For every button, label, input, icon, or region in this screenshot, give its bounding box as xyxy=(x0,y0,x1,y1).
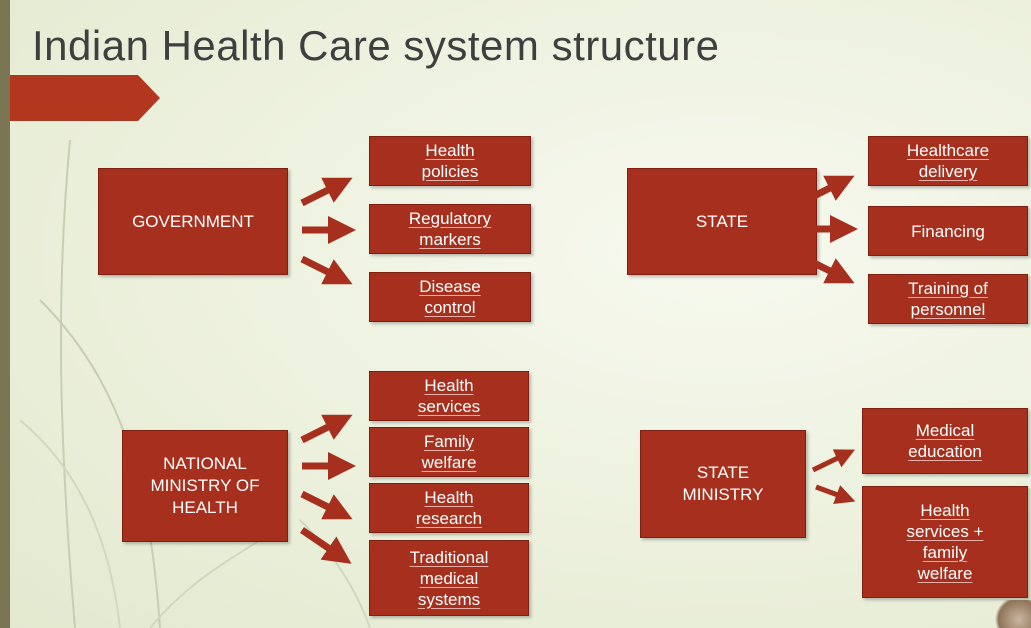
item-label: Healthcare delivery xyxy=(906,141,990,181)
national-item-health-services: Health services xyxy=(369,371,529,421)
state-ministry-item-health-services-family-welfare: Health services + family welfare xyxy=(862,486,1028,598)
government-item-regulatory-markers: Regulatory markers xyxy=(369,204,531,254)
corner-logo xyxy=(991,600,1031,628)
state-item-training-of-personnel: Training of personnel xyxy=(868,274,1028,324)
arrow xyxy=(815,484,856,504)
national-ministry-box: NATIONAL MINISTRY OF HEALTH xyxy=(122,430,288,542)
title-ribbon xyxy=(10,75,160,121)
arrow xyxy=(300,414,353,444)
government-label: GOVERNMENT xyxy=(132,211,254,231)
item-label: Medical education xyxy=(908,421,982,461)
item-label: Disease control xyxy=(419,277,481,317)
state-label: STATE xyxy=(695,211,749,231)
arrow xyxy=(300,255,353,285)
state-item-healthcare-delivery: Healthcare delivery xyxy=(868,136,1028,186)
item-label: Health services xyxy=(417,376,481,416)
national-item-traditional-medical-systems: Traditional medical systems xyxy=(369,540,529,616)
government-item-health-policies: Health policies xyxy=(369,136,531,186)
item-label: Traditional medical systems xyxy=(409,547,489,609)
left-accent-bar xyxy=(0,0,10,628)
state-ministry-label: STATE MINISTRY xyxy=(682,463,764,504)
item-label: Training of personnel xyxy=(908,279,988,319)
arrow xyxy=(300,490,353,520)
arrow xyxy=(811,449,855,473)
arrow xyxy=(802,254,855,284)
item-label: Health services + family welfare xyxy=(906,501,984,583)
state-item-financing: Financing xyxy=(868,206,1028,256)
item-label: Health policies xyxy=(421,141,479,181)
item-label: Regulatory markers xyxy=(408,209,492,249)
national-item-health-research: Health research xyxy=(369,483,529,533)
government-item-disease-control: Disease control xyxy=(369,272,531,322)
state-ministry-box: STATE MINISTRY xyxy=(640,430,806,538)
government-box: GOVERNMENT xyxy=(98,168,288,275)
arrow xyxy=(300,177,353,207)
item-label: Financing xyxy=(911,221,985,241)
page-title: Indian Health Care system structure xyxy=(32,22,720,69)
state-box: STATE xyxy=(627,168,817,275)
arrow xyxy=(802,175,855,205)
state-ministry-item-medical-education: Medical education xyxy=(862,408,1028,474)
national-ministry-label: NATIONAL MINISTRY OF HEALTH xyxy=(150,454,260,517)
item-label: Health research xyxy=(415,488,483,528)
item-label: Family welfare xyxy=(421,432,477,472)
arrow xyxy=(300,527,352,564)
national-item-family-welfare: Family welfare xyxy=(369,427,529,477)
